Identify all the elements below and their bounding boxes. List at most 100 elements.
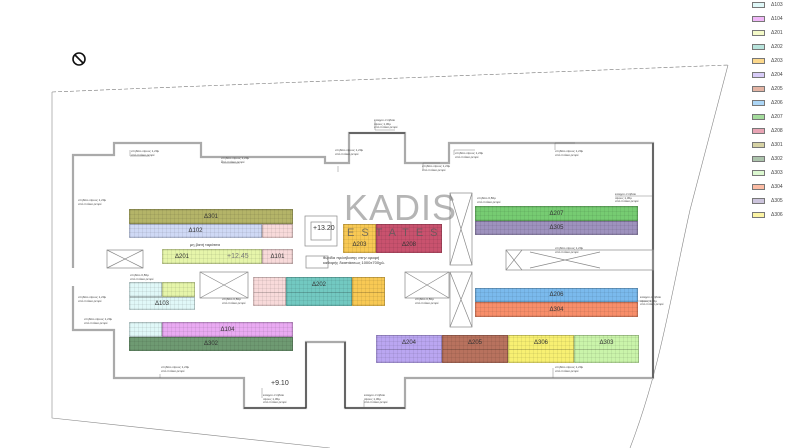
elevation-top: +13.20	[313, 225, 335, 232]
legend-item: Δ201	[752, 28, 783, 38]
room-d203[interactable]: Δ203	[343, 224, 376, 253]
roof-walls	[71, 131, 655, 410]
room-d205[interactable]: Δ205	[442, 335, 508, 363]
room-d305[interactable]: Δ305	[475, 221, 638, 235]
room-d202-yellow[interactable]	[352, 277, 385, 306]
legend-label: Δ303	[771, 170, 783, 176]
legend-item: Δ202	[752, 42, 783, 52]
legend-swatch	[752, 30, 765, 36]
room-d101[interactable]: Δ101	[262, 249, 293, 264]
legend-swatch	[752, 128, 765, 134]
hatch-note-2: καθαρής διαστάσεως 1000x700χιλ.	[323, 260, 386, 265]
room-d303[interactable]: Δ303	[574, 335, 639, 363]
legend-item: Δ305	[752, 196, 783, 206]
legend-item: Δ303	[752, 168, 783, 178]
legend-item: Δ103	[752, 0, 783, 10]
room-d301[interactable]: Δ301	[129, 209, 293, 224]
legend-label: Δ302	[771, 156, 783, 162]
room-d103[interactable]: Δ103	[129, 297, 195, 310]
hatch-note-1: θυρίδα πρόσβασης στην οροφή	[323, 255, 380, 260]
room-d206[interactable]: Δ206	[475, 288, 638, 302]
site-boundary	[51, 64, 729, 93]
legend-item: Δ104	[752, 14, 783, 24]
room-d202[interactable]: Δ202	[286, 277, 352, 306]
leader-lines	[129, 121, 653, 408]
non-walkable-label: μη βατή ταράτσα	[190, 242, 220, 247]
elevation-bottom: +9.10	[271, 380, 289, 387]
legend-label: Δ208	[771, 128, 783, 134]
legend-swatch	[752, 170, 765, 176]
room-d302[interactable]: Δ302	[129, 337, 293, 351]
room-d207[interactable]: Δ207	[475, 206, 638, 221]
compass-icon	[72, 52, 86, 66]
room-d208[interactable]: Δ208	[376, 224, 442, 253]
stairwells	[106, 192, 654, 328]
legend-swatch	[752, 2, 765, 8]
room-d102-pink[interactable]	[262, 224, 293, 238]
legend-swatch	[752, 156, 765, 162]
legend-item: Δ301	[752, 140, 783, 150]
room-d204[interactable]: Δ204	[376, 335, 442, 363]
legend-item: Δ306	[752, 210, 783, 220]
legend-label: Δ306	[771, 212, 783, 218]
legend-swatch	[752, 198, 765, 204]
legend-label: Δ207	[771, 114, 783, 120]
legend-item: Δ206	[752, 98, 783, 108]
legend-swatch	[752, 86, 765, 92]
legend-label: Δ202	[771, 44, 783, 50]
room-d103-cyan[interactable]	[129, 282, 162, 297]
room-d202-pink[interactable]	[253, 277, 286, 306]
legend-item: Δ304	[752, 182, 783, 192]
legend-item: Δ205	[752, 84, 783, 94]
elevation-mid: +12.45	[227, 253, 249, 260]
legend-label: Δ104	[771, 16, 783, 22]
legend-swatch	[752, 44, 765, 50]
watermark-sub: ESTATES	[347, 227, 445, 239]
legend-swatch	[752, 58, 765, 64]
legend-swatch	[752, 16, 765, 22]
legend-item: Δ203	[752, 56, 783, 66]
legend-label: Δ203	[771, 58, 783, 64]
legend-swatch	[752, 100, 765, 106]
legend-item: Δ207	[752, 112, 783, 122]
legend-item: Δ204	[752, 70, 783, 80]
legend-swatch	[752, 184, 765, 190]
room-d201[interactable]: Δ201	[162, 249, 262, 264]
room-d104-cyan[interactable]	[129, 322, 162, 337]
legend-label: Δ206	[771, 100, 783, 106]
legend-swatch	[752, 212, 765, 218]
legend-swatch	[752, 142, 765, 148]
room-d304[interactable]: Δ304	[475, 302, 638, 317]
legend-swatch	[752, 114, 765, 120]
site-boundary-solid	[51, 64, 729, 448]
room-d201-part[interactable]	[162, 282, 195, 297]
legend-label: Δ304	[771, 184, 783, 190]
legend-item: Δ302	[752, 154, 783, 164]
legend-item: Δ208	[752, 126, 783, 136]
legend-label: Δ103	[771, 2, 783, 8]
room-d104[interactable]: Δ104	[162, 322, 293, 337]
legend-swatch	[752, 72, 765, 78]
legend-label: Δ301	[771, 142, 783, 148]
legend-label: Δ305	[771, 198, 783, 204]
legend-label: Δ204	[771, 72, 783, 78]
room-d306[interactable]: Δ306	[508, 335, 574, 363]
watermark-brand: KADIS	[344, 187, 458, 228]
room-d102[interactable]: Δ102	[129, 224, 262, 238]
